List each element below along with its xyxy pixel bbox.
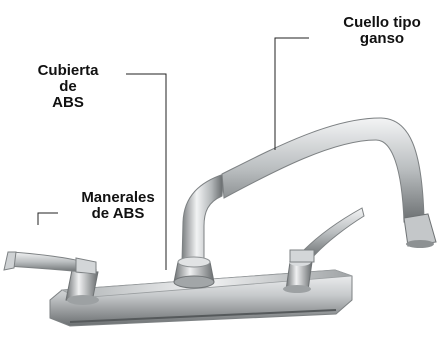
label-manerales-line-1: Manerales [81, 189, 155, 206]
leader-lines [37, 37, 309, 270]
leader-line-cuello [274, 37, 309, 150]
spout-collar [173, 256, 215, 289]
left-handle [3, 251, 99, 305]
right-handle [283, 207, 365, 293]
label-cuello-tipo-ganso: Cuello tipo ganso [320, 15, 444, 47]
label-manerales-line-2: de ABS [91, 205, 145, 222]
leader-line-cubierta [126, 73, 167, 270]
label-cuello-line-2: ganso [359, 30, 405, 47]
label-cuello-line-1: Cuello tipo [343, 14, 421, 31]
label-cubierta-line-2: de [59, 78, 77, 95]
label-cubierta-line-3: ABS [52, 94, 84, 111]
label-cubierta-line-1: Cubierta [37, 62, 99, 79]
label-manerales-de-abs: Manerales de ABS [58, 190, 178, 222]
gooseneck-spout [181, 117, 437, 263]
leader-line-manerales [37, 212, 58, 225]
label-cubierta-de-abs: Cubierta de ABS [20, 63, 116, 111]
